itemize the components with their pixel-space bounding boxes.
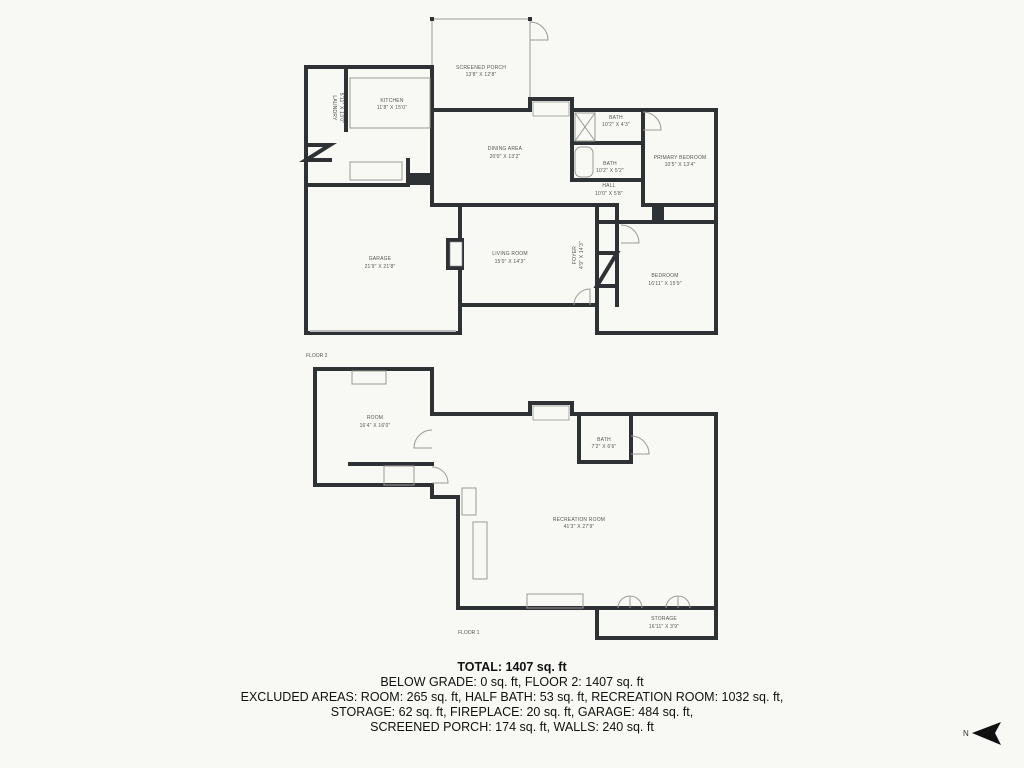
floor-2-plan (299, 17, 718, 335)
room-name: BEDROOM (651, 273, 678, 279)
room-name: GARAGE (369, 256, 392, 262)
room-dims: 10'2" X 5'2" (596, 168, 624, 174)
door-swing (529, 21, 549, 41)
north-arrow-icon (972, 722, 1001, 745)
floor-1-plan (313, 367, 718, 640)
room-dims: 15'0" X 14'3" (495, 259, 526, 265)
compass-label: N (963, 729, 969, 738)
floor-2-label: FLOOR 2 (306, 353, 328, 359)
room-name: PRIMARY BEDROOM (654, 155, 707, 161)
room-dims: 5'11" X 13'0" (338, 93, 344, 124)
summary-line: SCREENED PORCH: 174 sq. ft, WALLS: 240 s… (370, 720, 654, 734)
room-name: BATH (609, 115, 623, 121)
room-dims: 4'9" X 14'3" (579, 241, 585, 269)
floor-1-labels: ROOM 16'4" X 16'0" BATH 7'2" X 6'6" RECR… (360, 415, 680, 630)
room-dims: 16'11" X 3'9" (649, 624, 680, 630)
room-name: FOYER (572, 246, 578, 264)
room-dims: 20'0" X 13'2" (490, 154, 521, 160)
room-name: DINING AREA (488, 146, 523, 152)
room-dims: 13'8" X 12'8" (466, 72, 497, 78)
room-name: RECREATION ROOM (553, 517, 605, 523)
floor-2-labels: SCREENED PORCH 13'8" X 12'8" KITCHEN 11'… (331, 65, 706, 287)
room-dims: 7'2" X 6'6" (592, 444, 617, 450)
room-dims: 41'3" X 27'9" (564, 524, 595, 530)
area-summary: TOTAL: 1407 sq. ft BELOW GRADE: 0 sq. ft… (0, 660, 1024, 735)
room-name: STORAGE (651, 616, 677, 622)
room-name: KITCHEN (380, 98, 404, 104)
room-dims: 16'11" X 15'9" (648, 281, 681, 287)
room-dims: 10'2" X 4'3" (602, 122, 630, 128)
room-dims: 10'0" X 5'8" (595, 191, 623, 197)
summary-line: BELOW GRADE: 0 sq. ft, FLOOR 2: 1407 sq.… (380, 675, 644, 689)
room-name: LAUNDRY (331, 95, 337, 121)
room-name: LIVING ROOM (492, 251, 528, 257)
room-name: BATH (603, 161, 617, 167)
room-dims: 10'5" X 13'4" (665, 162, 696, 168)
room-name: SCREENED PORCH (456, 65, 506, 71)
room-name: ROOM (367, 415, 383, 421)
summary-line: EXCLUDED AREAS: ROOM: 265 sq. ft, HALF B… (240, 690, 784, 704)
total-area: TOTAL: 1407 sq. ft (457, 660, 567, 674)
summary-line: STORAGE: 62 sq. ft, FIREPLACE: 20 sq. ft… (330, 705, 694, 719)
room-dims: 16'4" X 16'0" (360, 423, 391, 429)
floor-1-label: FLOOR 1 (458, 630, 480, 636)
room-name: HALL (602, 183, 615, 189)
room-dims: 11'8" X 15'0" (377, 105, 408, 111)
room-name: BATH (597, 437, 611, 443)
room-dims: 21'9" X 21'8" (365, 264, 396, 270)
